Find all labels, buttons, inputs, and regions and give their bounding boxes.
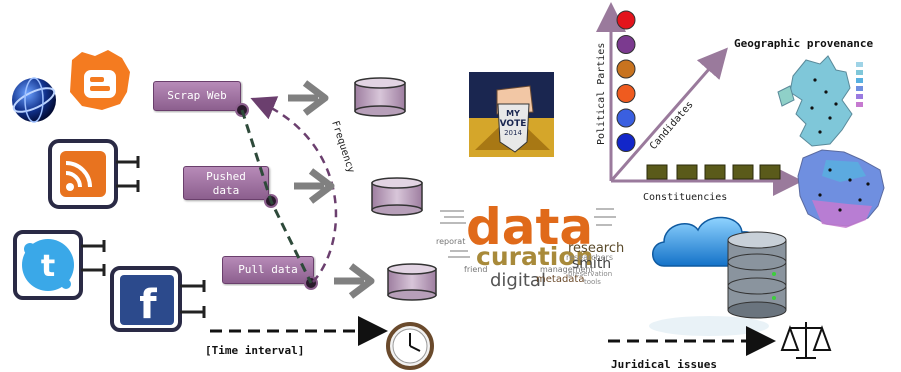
wordcloud-friend: friend [464, 265, 487, 274]
candidates-axis [609, 47, 728, 182]
database-icon [354, 77, 406, 117]
pushed-data-line2: data [212, 184, 240, 197]
scrap-web-box: Scrap Web [153, 81, 241, 111]
my-vote-image: MY VOTE 2014 [469, 72, 554, 157]
rss-icon [48, 139, 140, 209]
wordcloud-tools: tools [584, 278, 601, 286]
flow-dashed-line [240, 109, 313, 284]
svg-text:f: f [139, 282, 157, 328]
arrow-right-icon [294, 168, 335, 204]
vote-badge-line1: MY [506, 109, 520, 118]
frequency-arc [250, 96, 338, 283]
wordcloud-smith: smith [572, 256, 611, 272]
party-dot [616, 84, 636, 103]
facebook-icon: f [110, 266, 206, 332]
wordcloud-curation: curation [476, 242, 593, 271]
pushed-data-box-wrap: Pushed data [183, 166, 269, 200]
juridical-issues-label: Juridical issues [611, 358, 717, 371]
wordcloud-preservation: preservation [568, 270, 612, 278]
twitter-icon: t [13, 230, 106, 300]
party-dot [616, 133, 636, 152]
political-parties-label: Political Parties [596, 43, 607, 145]
wordcloud-digital: digital [490, 270, 546, 291]
party-dots [616, 10, 636, 152]
frequency-label: Frequency [329, 120, 356, 175]
wordcloud-research: research [568, 241, 624, 256]
constituencies-label: Constituencies [643, 192, 727, 203]
wordcloud-management: management [540, 265, 594, 274]
word-cloud: data curation digital research smith met… [436, 198, 624, 291]
wordcloud-reporat: reporat [436, 237, 465, 246]
database-icon [387, 263, 437, 301]
wordcloud-metadata: metadata [536, 274, 584, 285]
arrow-right-icon [288, 80, 329, 116]
clock-icon [386, 322, 434, 370]
party-dot [616, 59, 636, 79]
wordcloud-data: data [466, 198, 593, 256]
database-icon [371, 177, 423, 216]
globe-icon [12, 77, 56, 123]
party-dot [616, 35, 636, 54]
party-dot [616, 108, 636, 128]
geographic-provenance-label: Geographic provenance [734, 37, 873, 50]
time-interval-label: [Time interval] [205, 344, 304, 357]
arrow-right-icon [334, 263, 375, 299]
map-image [777, 55, 898, 228]
constituency-bars [646, 164, 781, 180]
pushed-data-line1: Pushed [206, 170, 246, 183]
scrap-web-box-wrap: Scrap Web [153, 81, 241, 111]
pull-data-box-wrap: Pull data [222, 256, 314, 284]
vote-badge-line3: 2014 [504, 129, 522, 137]
cloud-database-icon [649, 216, 787, 336]
wordcloud-researchers: researchers [566, 253, 613, 262]
candidates-label: Candidates [648, 99, 696, 152]
pushed-data-box: Pushed data [183, 166, 269, 200]
scales-icon [780, 322, 832, 359]
pull-data-box: Pull data [222, 256, 314, 284]
vote-badge-line2: VOTE [500, 119, 527, 129]
party-dot [616, 10, 636, 30]
blogger-icon [70, 50, 130, 110]
svg-text:t: t [41, 249, 55, 284]
